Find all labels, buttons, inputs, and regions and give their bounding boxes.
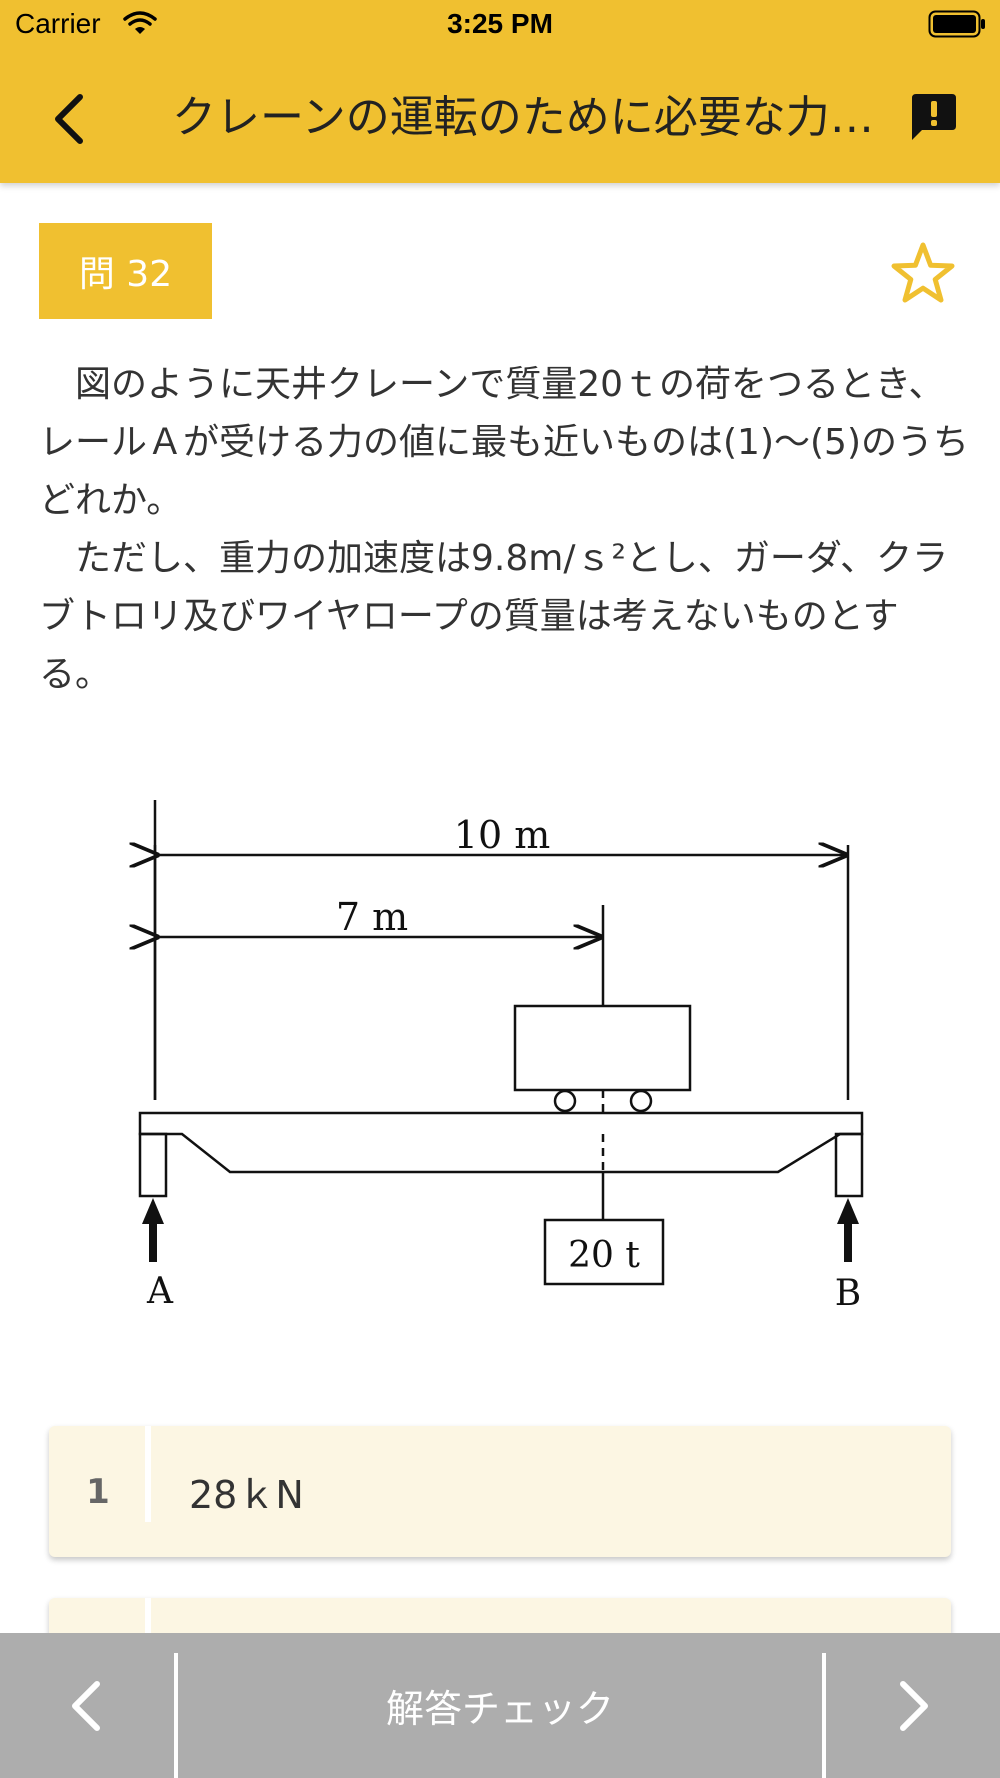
answer-number: 1 [86,1471,110,1512]
load-label: 20 t [568,1235,640,1276]
chevron-left-icon [55,94,83,144]
previous-question-button[interactable] [0,1633,174,1778]
chevron-left-icon [72,1680,100,1731]
crane-diagram: 10 m 7 m 20 t A B [120,800,880,1320]
bottom-toolbar: 解答チェック [0,1633,1000,1778]
wifi-icon [123,11,157,39]
report-icon [912,94,956,140]
status-bar: Carrier 3:25 PM [0,0,1000,50]
check-answer-button[interactable]: 解答チェック [385,1687,614,1731]
back-button[interactable] [40,84,100,154]
distance-label: 7 m [336,895,408,939]
total-span-label: 10 m [454,813,550,857]
answer-option-1[interactable]: 1 28ｋN [49,1426,951,1557]
next-question-button[interactable] [826,1633,1000,1778]
report-button[interactable] [902,86,962,146]
rail-a-label: A [146,1271,174,1312]
question-number-badge: 問 32 [39,223,212,319]
app-header: Carrier 3:25 PM クレーンの運転のために必要な力学に関する知識 [0,0,1000,183]
favorite-button[interactable] [886,236,960,310]
toolbar-divider [174,1653,178,1778]
toolbar-divider [822,1653,826,1778]
question-text: 図のように天井クレーンで質量20ｔの荷をつるとき、レールＡが受ける力の値に最も近… [39,364,969,695]
answer-text: 28ｋN [189,1473,304,1517]
battery-icon [928,10,986,42]
clock: 3:25 PM [447,8,553,39]
carrier-label: Carrier [15,8,101,39]
nav-title: クレーンの運転のために必要な力学に関する知識 [172,92,884,143]
chevron-right-icon [900,1680,928,1731]
answer-divider [145,1426,151,1522]
rail-b-label: B [835,1273,861,1314]
star-outline-icon [891,242,955,303]
